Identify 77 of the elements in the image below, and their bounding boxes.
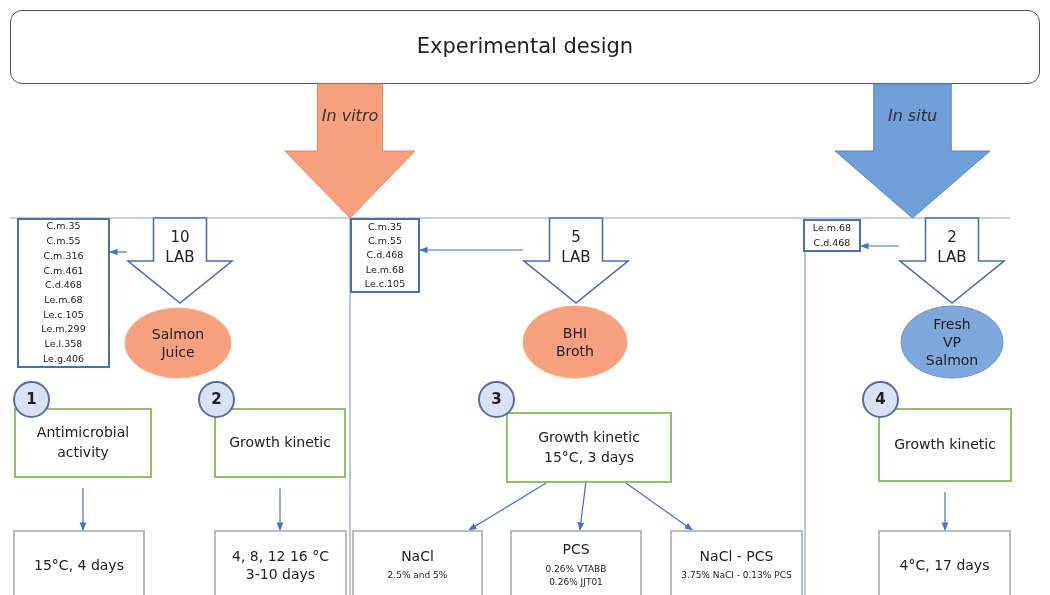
- strain-code: Le.g.406: [42, 351, 85, 366]
- experiment-box: [14, 408, 152, 478]
- strain-code: Le.m.299: [41, 322, 86, 337]
- arrow-label: 10 LAB: [164, 228, 196, 267]
- arrow-label: In situ: [887, 106, 938, 127]
- condition-box: [510, 530, 642, 595]
- step-number-circle: [198, 381, 235, 418]
- strain-list-box: [17, 218, 110, 368]
- strain-code: Le.c.105: [43, 307, 84, 322]
- step-number: 1: [26, 392, 37, 407]
- strain-code: C.d.468: [813, 235, 851, 250]
- condition-label: 15°C, 4 days: [34, 555, 124, 575]
- condition-detail: 0.26% VTABB 0.26% JJT01: [544, 562, 608, 590]
- arrow: [860, 242, 900, 250]
- strain-code: C.m.35: [368, 219, 402, 234]
- step-number: 4: [875, 392, 886, 407]
- strain-code: C.d.468: [366, 248, 404, 263]
- experiment-label: Growth kinetic: [229, 433, 331, 453]
- strain-code: Le.c.105: [364, 276, 406, 291]
- experiment-label: Growth kinetic 15°C, 3 days: [537, 427, 641, 467]
- medium-label: Fresh VP Salmon: [924, 314, 980, 370]
- experiment-box: [506, 412, 672, 483]
- condition-label: NaCl: [401, 547, 434, 566]
- medium-ellipse: [900, 305, 1004, 379]
- experiment-box: [878, 408, 1012, 482]
- outline-arrow: [523, 218, 629, 304]
- arrow-label: In vitro: [321, 106, 379, 127]
- step-number-circle: [862, 381, 899, 418]
- medium-ellipse: [124, 307, 232, 379]
- condition-detail: 3.75% NaCl - 0.13% PCS: [681, 569, 792, 583]
- step-number-circle: [13, 381, 50, 418]
- strain-code: C.m.35: [46, 219, 81, 234]
- medium-ellipse: [522, 305, 628, 379]
- block-arrow: [285, 84, 415, 218]
- arrow: [419, 246, 524, 254]
- strain-code: Le.m.68: [365, 262, 405, 277]
- condition-label: 4, 8, 12 16 °C 3-10 days: [231, 546, 330, 584]
- condition-label: NaCl - PCS: [699, 547, 774, 566]
- strain-code: C.m.461: [43, 263, 84, 278]
- block-arrow: [835, 84, 990, 218]
- condition-box: [878, 530, 1011, 595]
- arrow-label: 2 LAB: [936, 228, 968, 267]
- strain-code: C.d.468: [45, 278, 82, 293]
- condition-label: PCS: [562, 540, 590, 559]
- strain-list-box: [350, 218, 420, 293]
- strain-code: Le.m.68: [812, 221, 852, 236]
- step-number: 2: [211, 392, 222, 407]
- arrow: [79, 487, 87, 531]
- arrow-label: 5 LAB: [560, 228, 592, 267]
- arrow: [468, 482, 547, 531]
- outline-arrow: [127, 218, 233, 304]
- step-number-circle: [478, 381, 515, 418]
- condition-box: [670, 530, 803, 595]
- condition-box: [352, 530, 483, 595]
- medium-label: Salmon Juice: [150, 324, 206, 362]
- arrow: [109, 248, 128, 256]
- condition-box: [13, 530, 145, 595]
- strain-code: C.m.316: [43, 248, 84, 263]
- arrow: [625, 482, 693, 531]
- arrow: [577, 482, 587, 531]
- condition-detail: 2.5% and 5%: [387, 569, 448, 583]
- experiment-label: Antimicrobial activity: [35, 423, 131, 462]
- step-number: 3: [491, 392, 502, 407]
- strain-code: C.m.55: [368, 234, 402, 249]
- experiment-box: [214, 408, 346, 478]
- strain-code: C.m.55: [46, 234, 81, 249]
- arrow: [276, 487, 284, 531]
- condition-box: [214, 530, 347, 595]
- arrow: [941, 491, 949, 531]
- experiment-label: Growth kinetic: [894, 435, 996, 455]
- diagram-title: Experimental design: [416, 34, 634, 60]
- condition-label: 4°C, 17 days: [899, 555, 990, 575]
- strain-list-box: [803, 219, 861, 252]
- medium-label: BHI Broth: [555, 323, 595, 361]
- strain-code: Le.m.68: [44, 293, 83, 307]
- strain-code: Le.l.358: [44, 337, 83, 352]
- outline-arrow: [899, 218, 1005, 304]
